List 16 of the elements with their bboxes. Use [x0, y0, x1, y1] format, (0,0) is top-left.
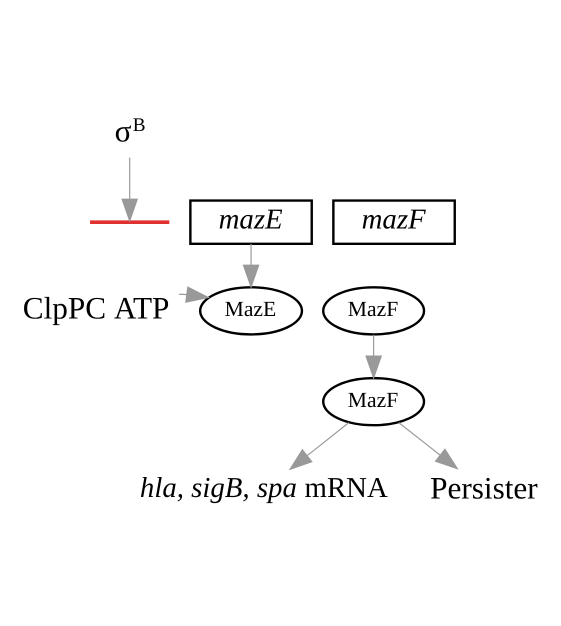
- arrow: [365, 334, 382, 380]
- node-text: ClpPC ATP: [22, 290, 170, 326]
- arrow: [121, 158, 138, 223]
- node-text: hla, sigB, spa mRNA: [140, 472, 388, 504]
- node-ellipse: MazF: [322, 286, 426, 336]
- node-bar: [90, 220, 170, 224]
- arrow: [242, 244, 260, 289]
- node-box: mazF: [332, 199, 456, 245]
- node-ellipse: MazF: [322, 376, 426, 426]
- arrow: [398, 422, 459, 470]
- arrow: [288, 422, 350, 470]
- node-text: Persister: [430, 470, 538, 506]
- node-ellipse: MazE: [198, 286, 304, 336]
- node-box: mazE: [189, 199, 313, 245]
- arrow: [179, 286, 210, 303]
- node-text: σ$^{B}$: [114, 113, 146, 148]
